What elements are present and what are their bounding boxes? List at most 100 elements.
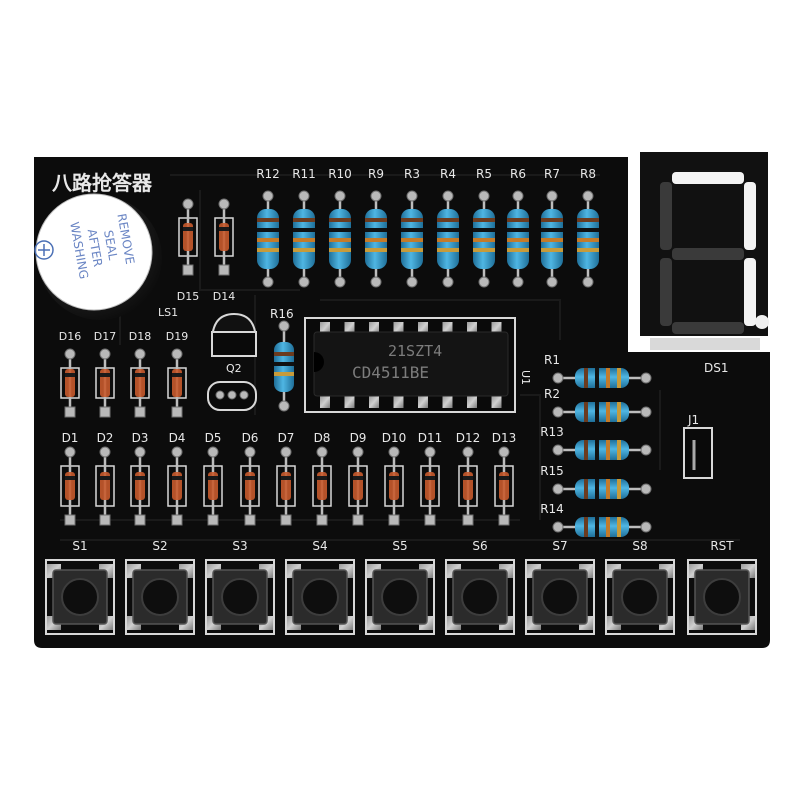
button-s5[interactable] [365, 559, 435, 635]
diode-label-d8: D8 [314, 431, 331, 445]
diode-d7 [276, 446, 296, 526]
button-cap[interactable] [141, 578, 179, 616]
resistor-r12 [257, 190, 279, 288]
seven-segment-display [630, 148, 772, 350]
transistor-q2 [207, 312, 258, 411]
board-title: 八路抢答器 [52, 171, 153, 195]
sticker-line-3: AFTER [85, 228, 105, 268]
diode-d10 [384, 446, 404, 526]
button-label-s7: S7 [552, 539, 567, 553]
diode-label-d3: D3 [132, 431, 149, 445]
button-cap[interactable] [541, 578, 579, 616]
resistor-label-r2: R2 [544, 387, 560, 401]
segment-c [744, 258, 756, 326]
button-label-s1: S1 [72, 539, 87, 553]
button-s1[interactable] [45, 559, 115, 635]
resistor-r2 [552, 402, 652, 422]
button-cap[interactable] [703, 578, 741, 616]
diode-label-d15: D15 [177, 290, 199, 303]
button-s3[interactable] [205, 559, 275, 635]
diode-label-d18: D18 [129, 330, 151, 343]
diode-label-d12: D12 [456, 431, 481, 445]
segment-a [672, 172, 744, 184]
button-cap[interactable] [61, 578, 99, 616]
button-rst[interactable] [687, 559, 757, 635]
ic-marking-top: 21SZT4 [388, 342, 442, 360]
ic-marking-bottom: CD4511BE [352, 363, 429, 382]
diode-d12 [458, 446, 478, 526]
r16-label: R16 [270, 307, 294, 321]
resistor-label-r5: R5 [476, 167, 492, 181]
resistor-r13 [552, 440, 652, 460]
button-s8[interactable] [605, 559, 675, 635]
diode-d13 [494, 446, 514, 526]
resistor-r16 [274, 320, 294, 412]
resistor-r9 [365, 190, 387, 288]
diode-label-d11: D11 [418, 431, 443, 445]
diode-d8 [312, 446, 332, 526]
diode-d14 [214, 198, 234, 276]
ic-u1: 21SZT4 CD4511BE [304, 317, 516, 413]
resistor-label-r3: R3 [404, 167, 420, 181]
resistor-label-r14: R14 [540, 502, 564, 516]
diode-d16 [60, 348, 80, 418]
diode-label-d13: D13 [492, 431, 517, 445]
decimal-point [755, 315, 769, 329]
button-cap[interactable] [461, 578, 499, 616]
resistor-r15 [552, 479, 652, 499]
diode-label-d16: D16 [59, 330, 81, 343]
resistor-label-r15: R15 [540, 464, 564, 478]
diode-label-d7: D7 [278, 431, 295, 445]
button-s4[interactable] [285, 559, 355, 635]
resistor-label-r12: R12 [256, 167, 280, 181]
diode-d3 [130, 446, 150, 526]
resistor-r7 [541, 190, 563, 288]
diode-d2 [95, 446, 115, 526]
diode-d5 [203, 446, 223, 526]
button-label-s8: S8 [632, 539, 647, 553]
resistor-r10 [329, 190, 351, 288]
resistor-label-r1: R1 [544, 353, 560, 367]
resistor-r4 [437, 190, 459, 288]
diode-label-d19: D19 [166, 330, 188, 343]
diode-label-d17: D17 [94, 330, 116, 343]
button-s7[interactable] [525, 559, 595, 635]
button-cap[interactable] [221, 578, 259, 616]
button-s2[interactable] [125, 559, 195, 635]
button-cap[interactable] [381, 578, 419, 616]
button-s6[interactable] [445, 559, 515, 635]
button-label-s4: S4 [312, 539, 327, 553]
button-label-rst: RST [710, 539, 734, 553]
diode-d11 [420, 446, 440, 526]
button-cap[interactable] [301, 578, 339, 616]
resistor-label-r10: R10 [328, 167, 352, 181]
resistor-r5 [473, 190, 495, 288]
segment-g [672, 248, 744, 260]
top-diodes: D15 D14 [177, 198, 235, 303]
diode-label-d4: D4 [169, 431, 186, 445]
diode-label-d14: D14 [213, 290, 235, 303]
resistor-label-r13: R13 [540, 425, 564, 439]
diode-d18 [130, 348, 150, 418]
resistor-label-r7: R7 [544, 167, 560, 181]
display-label: DS1 [704, 361, 729, 375]
diode-d1 [60, 446, 80, 526]
diode-d4 [167, 446, 187, 526]
segment-b [744, 182, 756, 250]
resistor-r3 [401, 190, 423, 288]
button-label-s6: S6 [472, 539, 487, 553]
diode-label-d1: D1 [62, 431, 79, 445]
button-label-s2: S2 [152, 539, 167, 553]
resistor-label-r9: R9 [368, 167, 384, 181]
jumper-label: J1 [687, 413, 699, 427]
diode-d6 [240, 446, 260, 526]
diode-label-d10: D10 [382, 431, 407, 445]
diode-label-d5: D5 [205, 431, 222, 445]
segment-f [660, 182, 672, 250]
button-cap[interactable] [621, 578, 659, 616]
